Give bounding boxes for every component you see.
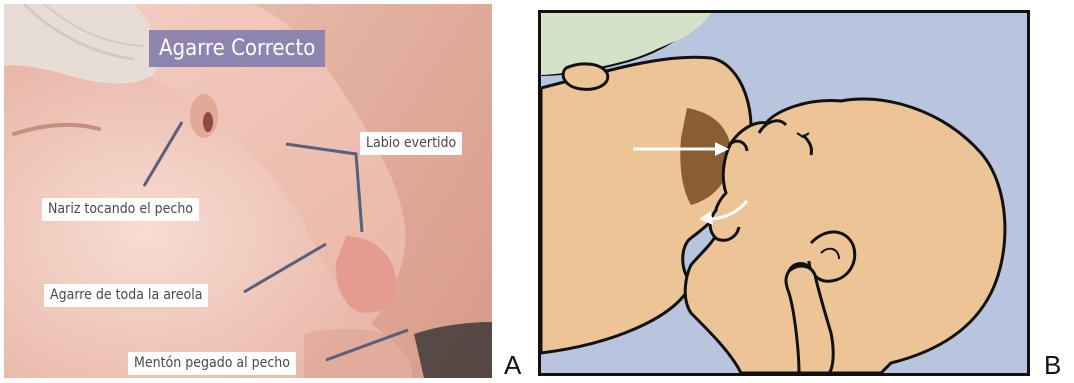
label-whole-areola-latch: Agarre de toda la areola — [44, 284, 208, 307]
photo-panel-correct-latch: Agarre Correcto Labio evertido Nariz toc… — [4, 4, 492, 378]
illustration-panel-latch — [538, 10, 1030, 376]
label-nose-touching-breast: Nariz tocando el pecho — [42, 198, 199, 221]
latch-illustration — [541, 13, 1027, 373]
label-chin-against-breast: Mentón pegado al pecho — [128, 352, 296, 375]
panel-label-a: A — [504, 352, 521, 378]
panel-label-b: B — [1044, 352, 1061, 378]
label-everted-lip: Labio evertido — [360, 132, 462, 155]
mother-finger — [563, 64, 608, 89]
photo-title: Agarre Correcto — [149, 30, 325, 67]
